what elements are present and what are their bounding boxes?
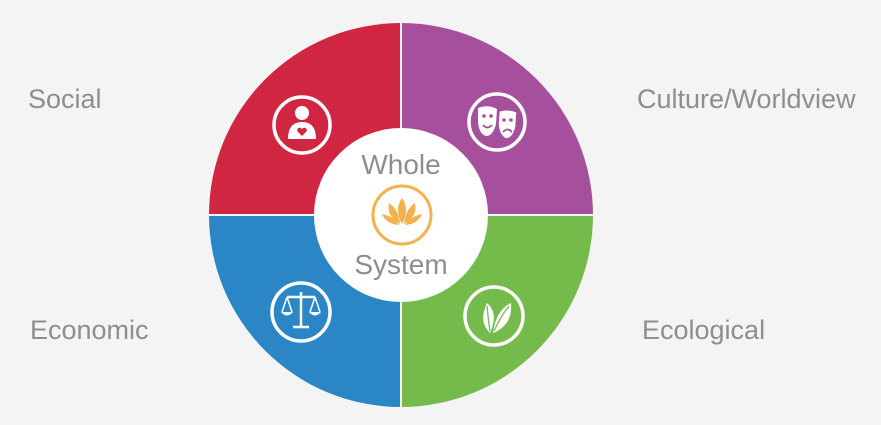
lotus-icon — [371, 184, 433, 246]
social-label: Social — [28, 84, 102, 114]
center-title-line1: Whole — [361, 149, 440, 180]
culture-worldview-label: Culture/Worldview — [637, 84, 856, 114]
ecological-label: Ecological — [642, 315, 766, 345]
theater-masks-icon — [467, 92, 527, 152]
person-heart-icon — [272, 95, 332, 155]
balance-scale-icon — [270, 281, 332, 343]
center-title-line2: System — [354, 249, 447, 280]
leaves-icon — [463, 285, 525, 347]
economic-label: Economic — [30, 315, 149, 345]
